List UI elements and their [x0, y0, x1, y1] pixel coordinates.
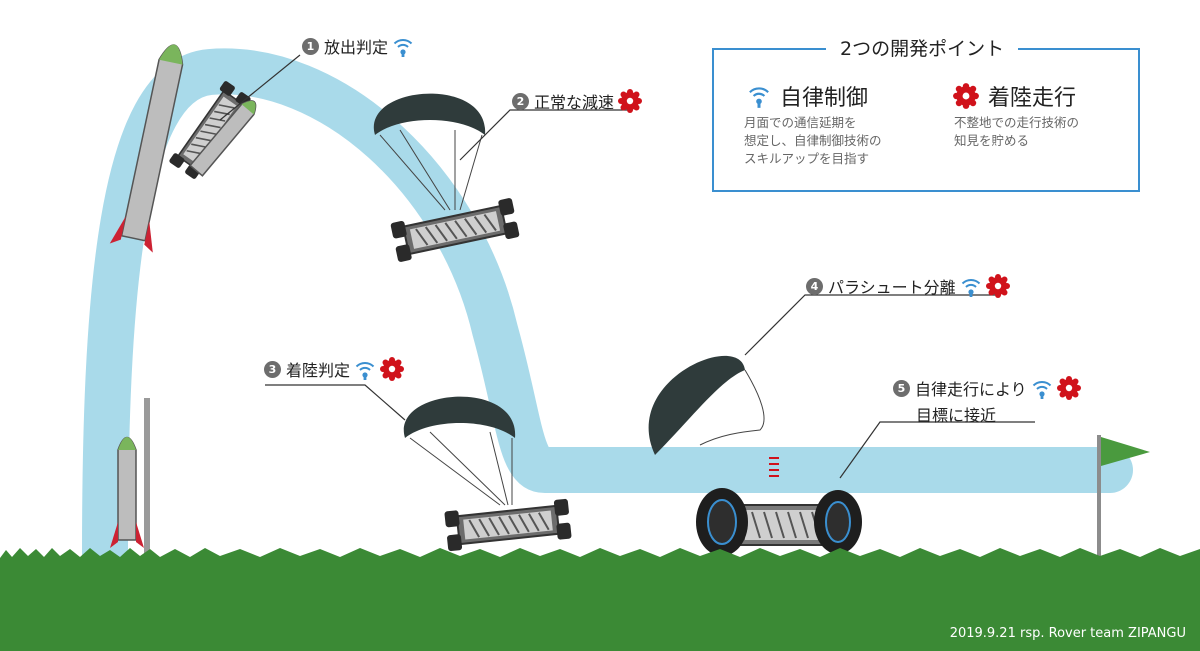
step-1-label: 1 放出判定 — [302, 34, 414, 58]
parachute-landing — [403, 396, 573, 553]
step-text: パラシュート分離 — [828, 278, 956, 297]
step-text: 自律走行により — [915, 380, 1027, 399]
gear-icon — [953, 83, 979, 109]
gear-icon — [985, 274, 1010, 298]
development-points-legend: 2つの開発ポイント 自律制御 月面での通信延期を 想定し、自律制御技術の スキル… — [712, 34, 1140, 192]
gear-icon — [1056, 376, 1081, 400]
legend-item-landing: 着陸走行 — [952, 80, 1076, 112]
rover-driving — [696, 488, 862, 556]
gear-icon — [380, 357, 405, 381]
parachute-separated — [648, 355, 779, 477]
goal-flag — [1097, 435, 1150, 560]
wifi-icon — [748, 87, 770, 109]
leader-lines — [219, 54, 1035, 479]
wifi-icon — [355, 361, 375, 380]
legend-title: 2つの開発ポイント — [826, 34, 1019, 61]
legend-item-desc: 月面での通信延期を 想定し、自律制御技術の スキルアップを目指す — [744, 115, 882, 166]
step-number-badge: 2 — [512, 92, 529, 110]
grass-ground — [0, 548, 1200, 651]
step-4-label: 4 パラシュート分離 — [806, 274, 1010, 298]
step-number-badge: 4 — [806, 277, 823, 295]
step-number-badge: 5 — [893, 379, 910, 397]
legend-item-autonomy: 自律制御 — [746, 80, 868, 112]
step-text: 放出判定 — [324, 38, 389, 57]
legend-item-label: 着陸走行 — [988, 86, 1077, 111]
credit-text: 2019.9.21 rsp. Rover team ZIPANGU — [949, 626, 1186, 641]
legend-item-desc: 不整地での走行技術の 知見を貯める — [954, 115, 1080, 148]
flight-rocket — [109, 44, 257, 253]
wifi-icon — [1032, 380, 1052, 399]
step-text: 着陸判定 — [286, 361, 351, 380]
legend-item-label: 自律制御 — [780, 86, 869, 111]
wifi-icon — [393, 38, 413, 57]
step-number-badge: 1 — [302, 37, 319, 55]
parachute-descent — [373, 93, 521, 264]
launch-rocket — [110, 398, 150, 556]
step-3-label: 3 着陸判定 — [264, 357, 405, 381]
step-number-badge: 3 — [264, 360, 281, 378]
flight-path — [82, 48, 1133, 578]
step-2-label: 2 正常な減速 — [512, 89, 643, 113]
step-5-label: 5 自律走行により — [893, 376, 1081, 400]
step-text: 正常な減速 — [534, 93, 615, 112]
step-5-label-line2: 目標に接近 — [916, 402, 996, 426]
wifi-icon — [961, 278, 981, 297]
step-text: 目標に接近 — [916, 406, 997, 425]
gear-icon — [618, 89, 643, 113]
